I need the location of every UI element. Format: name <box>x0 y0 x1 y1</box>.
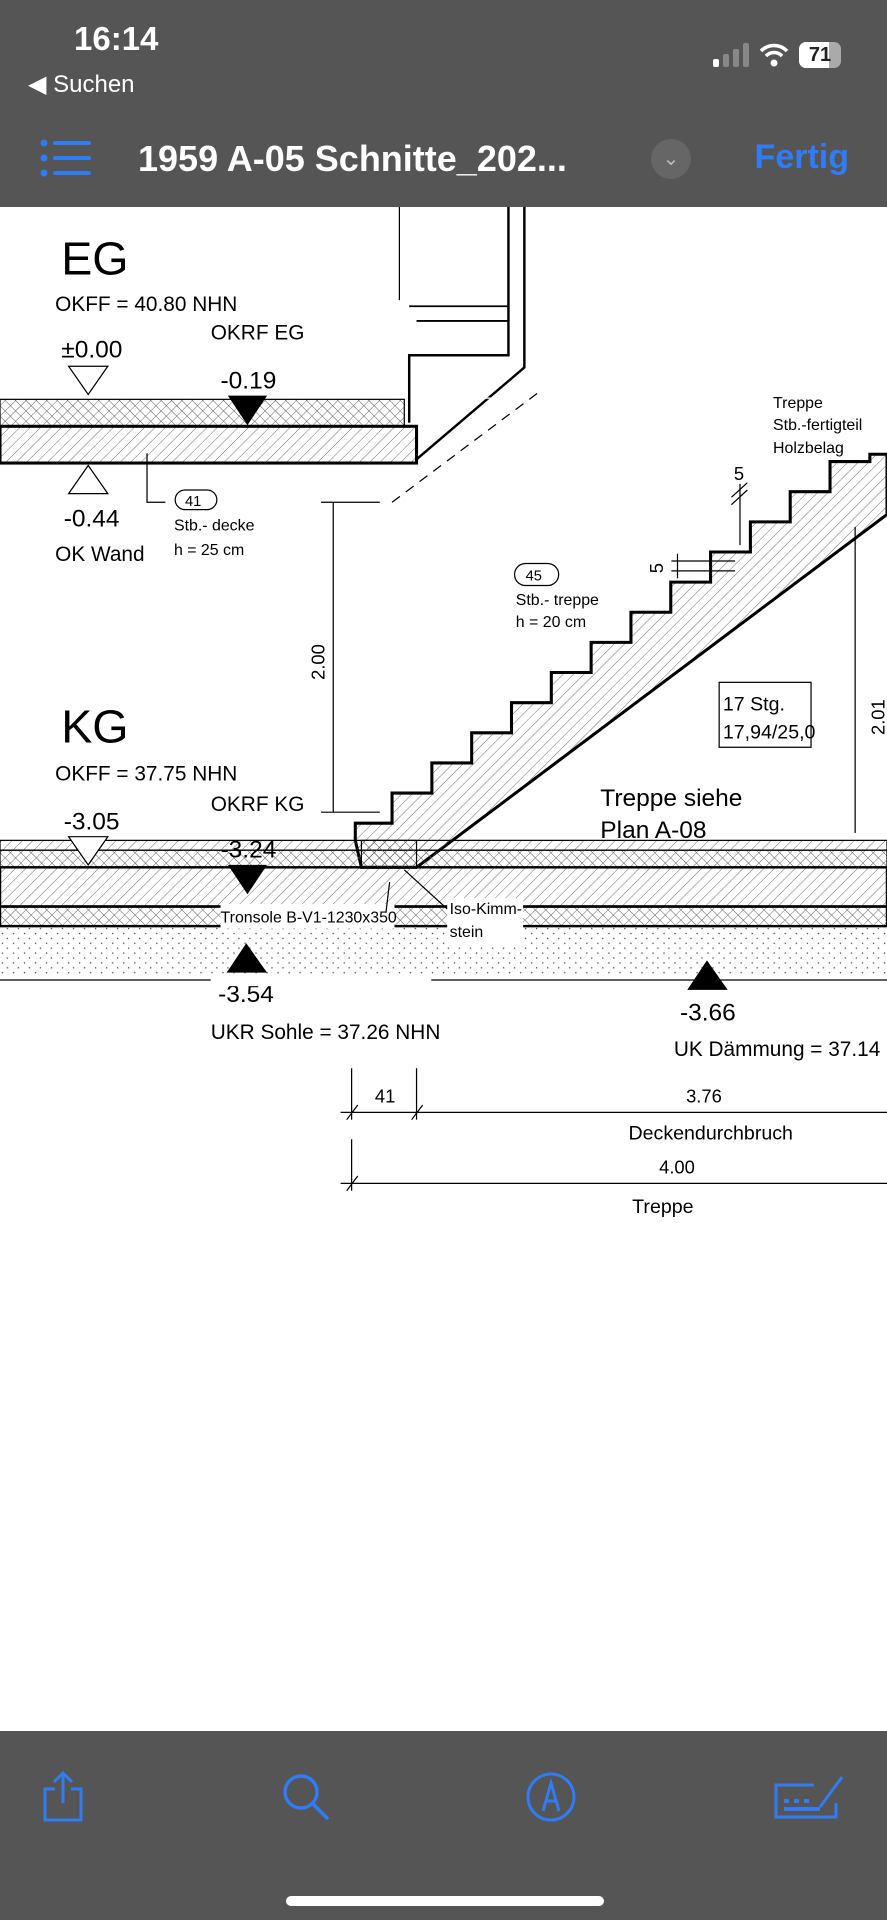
kg-iso2: stein <box>450 924 484 941</box>
level-marker-filled-icon <box>227 395 268 426</box>
slab-tag: 41 <box>185 494 201 510</box>
dim-deckendurchbruch: Deckendurchbruch <box>628 1122 792 1144</box>
eg-label: EG <box>61 232 128 284</box>
search-button[interactable] <box>280 1771 332 1828</box>
dim-5a: 5 <box>734 463 744 484</box>
level-marker-up-filled-icon <box>687 960 728 990</box>
stair-steps2: 17,94/25,0 <box>723 722 816 744</box>
dim-41: 41 <box>375 1086 395 1107</box>
kg-tronsole: Tronsole B-V1-1230x350 <box>221 909 397 926</box>
outline-list-button[interactable] <box>40 138 92 183</box>
stair-note1: Treppe <box>773 395 823 412</box>
slab-line2: h = 25 cm <box>174 542 244 559</box>
stair-note2: Stb.-fertigteil <box>773 417 862 434</box>
stair-line2: h = 20 cm <box>516 614 586 631</box>
kg-level-okff: -3.05 <box>64 808 120 835</box>
share-icon <box>43 1770 83 1822</box>
bottom-toolbar <box>0 1731 887 1920</box>
kg-ukr: UKR Sohle = 37.26 NHN <box>211 1021 441 1044</box>
level-marker-open-icon <box>67 836 109 866</box>
keyboard-pen-icon <box>774 1776 844 1819</box>
kg-okrf: OKRF KG <box>211 793 305 816</box>
level-marker-up-icon <box>67 464 109 495</box>
eg-okff: OKFF = 40.80 NHN <box>55 293 237 316</box>
status-time: 16:14 <box>74 20 159 57</box>
signal-icon <box>713 43 749 67</box>
stair-see2: Plan A-08 <box>600 817 706 844</box>
eg-level-0: ±0.00 <box>61 337 122 364</box>
stair-note3: Holzbelag <box>773 440 844 457</box>
eg-level-wand: -0.44 <box>64 506 120 533</box>
kg-iso1: Iso-Kimm- <box>450 901 522 918</box>
kg-label: KG <box>61 700 128 752</box>
top-bar: 16:14 ◀ Suchen 71 1959 A-05 Schnitte_202… <box>0 0 887 207</box>
kg-level-okrf: -3.24 <box>221 837 277 864</box>
document-title[interactable]: 1959 A-05 Schnitte_202... <box>138 138 567 179</box>
kg-okff: OKFF = 37.75 NHN <box>55 762 237 785</box>
battery-icon: 71 <box>799 42 841 68</box>
search-icon <box>283 1774 330 1821</box>
stair <box>353 452 887 869</box>
kg-ukd: UK Dämmung = 37.14 NHN <box>674 1038 887 1061</box>
dim-376: 3.76 <box>686 1086 722 1107</box>
eg-slab <box>0 207 540 503</box>
stair-line1: Stb.- treppe <box>516 592 599 609</box>
back-to-search[interactable]: ◀ Suchen <box>28 71 135 98</box>
stair-steps1: 17 Stg. <box>723 694 785 716</box>
dim-height: 2.00 <box>308 644 329 680</box>
home-indicator[interactable] <box>286 1896 604 1906</box>
back-label: Suchen <box>53 71 135 98</box>
level-marker-open-icon <box>67 365 109 396</box>
stair-tag: 45 <box>526 569 542 585</box>
wifi-icon <box>759 43 789 67</box>
chevron-down-icon: ⌄ <box>662 148 680 170</box>
share-button[interactable] <box>40 1770 86 1828</box>
kg-floor <box>0 839 887 976</box>
eg-ok-wand: OK Wand <box>55 543 144 566</box>
markup-button[interactable] <box>525 1771 577 1828</box>
dim-height-2: 2.01 <box>868 699 887 735</box>
dim-treppe: Treppe <box>632 1196 693 1218</box>
eg-level-okrf: -0.19 <box>221 367 277 394</box>
status-icons: 71 <box>713 42 841 68</box>
eg-okrf: OKRF EG <box>211 321 305 344</box>
section-drawing[interactable]: EG OKFF = 40.80 NHN OKRF EG ±0.00 -0.19 … <box>0 207 887 1731</box>
slab-line1: Stb.- decke <box>174 517 255 534</box>
markup-pen-icon <box>526 1772 576 1822</box>
done-button[interactable]: Fertig <box>754 138 849 176</box>
kg-level-ukd: -3.66 <box>680 999 736 1026</box>
dim-400: 4.00 <box>659 1157 695 1178</box>
title-menu-button[interactable]: ⌄ <box>651 139 691 179</box>
level-marker-up-filled-icon <box>226 943 268 973</box>
stair-see1: Treppe siehe <box>600 785 742 812</box>
keyboard-edit-button[interactable] <box>770 1771 846 1828</box>
dim-5b: 5 <box>646 563 667 573</box>
list-icon <box>40 139 91 177</box>
level-marker-filled-icon <box>227 864 268 895</box>
